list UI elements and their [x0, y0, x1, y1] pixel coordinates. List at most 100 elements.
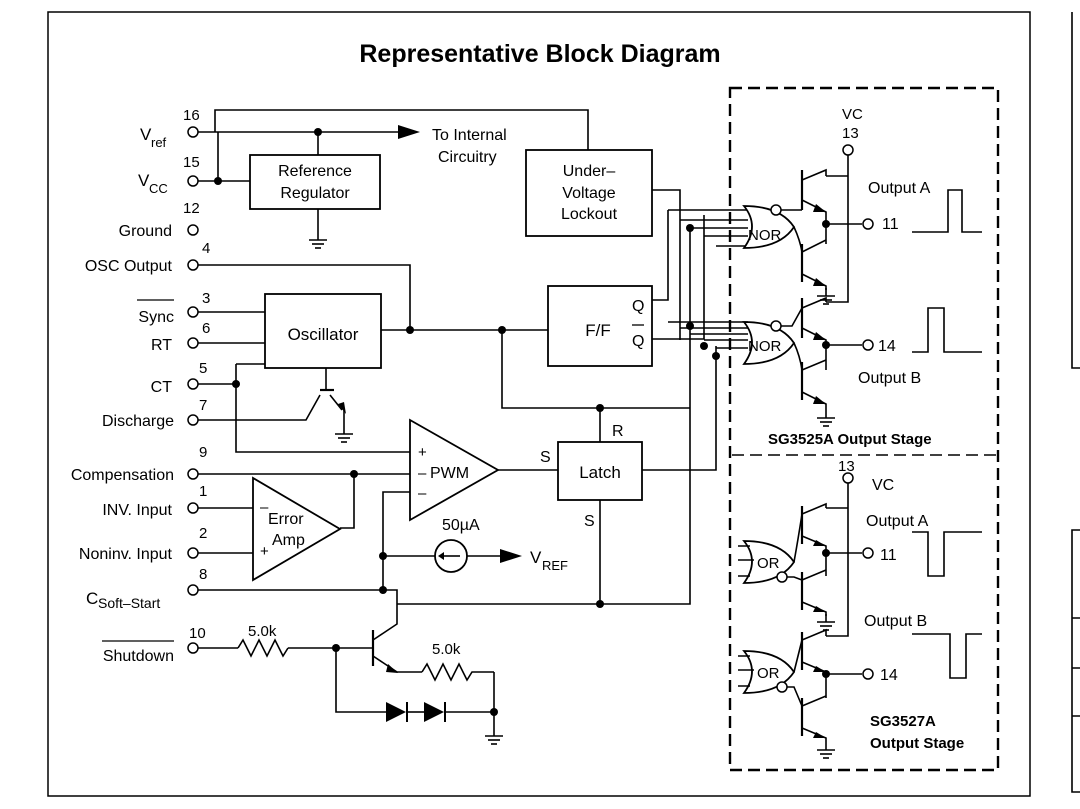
svg-text:R: R [612, 423, 624, 440]
svg-text:Under–: Under– [563, 163, 616, 180]
svg-text:13: 13 [838, 458, 855, 475]
svg-text:V: V [140, 125, 152, 144]
oscillator-block: Oscillator [264, 293, 382, 369]
adjacent-frame-top [1071, 12, 1080, 369]
ground-symbol [308, 231, 328, 249]
pin-soft-start: 8 C Soft–Start [86, 566, 207, 611]
svg-text:10: 10 [189, 625, 206, 642]
svg-text:OR: OR [757, 555, 780, 572]
diagram-title: Representative Block Diagram [359, 40, 720, 68]
ground-symbol [484, 727, 504, 745]
undervoltage-lockout-block: Under– Voltage Lockout [525, 149, 653, 237]
svg-text:3: 3 [202, 290, 210, 307]
svg-text:2: 2 [199, 525, 207, 542]
svg-text:5: 5 [199, 360, 207, 377]
svg-text:Noninv. Input: Noninv. Input [79, 546, 173, 563]
pin-discharge: 7 Discharge [102, 397, 207, 430]
svg-text:Lockout: Lockout [561, 206, 618, 223]
svg-text:Output B: Output B [864, 613, 927, 630]
svg-text:To Internal: To Internal [432, 127, 507, 144]
svg-text:Circuitry: Circuitry [438, 149, 497, 166]
svg-text:5.0k: 5.0k [432, 641, 461, 658]
adjacent-table [1071, 529, 1080, 793]
svg-text:Sync: Sync [138, 309, 174, 326]
svg-text:NOR: NOR [748, 338, 782, 355]
diode-2 [424, 702, 446, 722]
sg3525a-output-stage: VC 13 11 Output A NOR [742, 106, 982, 448]
svg-text:Shutdown: Shutdown [103, 648, 174, 665]
pin-compensation: 9 Compensation [71, 444, 208, 484]
pin-vcc: 15 V CC [138, 154, 200, 196]
waveform-a [912, 531, 982, 577]
svg-text:V: V [138, 171, 150, 190]
svg-text:S: S [584, 513, 595, 530]
pin-vref: 16 V ref [140, 107, 200, 150]
waveform-b [912, 307, 982, 353]
svg-text:4: 4 [202, 240, 210, 257]
pin-noninv-input: 2 Noninv. Input [79, 525, 207, 563]
svg-text:–: – [418, 485, 427, 502]
svg-text:SG3525A Output Stage: SG3525A Output Stage [768, 431, 932, 448]
waveform-a [912, 189, 982, 233]
diagram-frame [47, 11, 1031, 797]
flip-flop-block: F/F Q Q [547, 285, 653, 367]
svg-text:14: 14 [878, 338, 896, 355]
svg-text:1: 1 [199, 483, 207, 500]
pin-ground: 12 Ground [119, 200, 200, 240]
svg-text:15: 15 [183, 154, 200, 171]
svg-text:+: + [418, 444, 427, 461]
svg-text:–: – [418, 465, 427, 482]
svg-text:Output A: Output A [868, 180, 931, 197]
svg-text:Voltage: Voltage [562, 185, 615, 202]
svg-text:Latch: Latch [579, 463, 621, 482]
svg-text:CC: CC [149, 181, 168, 196]
svg-text:NOR: NOR [748, 227, 782, 244]
svg-text:50µA: 50µA [442, 517, 480, 534]
svg-text:S: S [540, 449, 551, 466]
sg3527a-output-stage: 13 VC 11 Output A OR [738, 458, 982, 759]
svg-text:13: 13 [842, 125, 859, 142]
svg-text:OR: OR [757, 665, 780, 682]
svg-text:VC: VC [872, 477, 894, 494]
svg-text:12: 12 [183, 200, 200, 217]
svg-text:8: 8 [199, 566, 207, 583]
svg-text:7: 7 [199, 397, 207, 414]
svg-text:Compensation: Compensation [71, 467, 174, 484]
svg-text:OSC Output: OSC Output [85, 258, 173, 275]
svg-text:VC: VC [842, 106, 863, 123]
svg-text:Output B: Output B [858, 370, 921, 387]
svg-text:REF: REF [542, 558, 568, 573]
svg-text:Ground: Ground [119, 223, 172, 240]
pin-shutdown: 10 Shutdown [102, 625, 206, 665]
svg-text:F/F: F/F [585, 321, 611, 340]
svg-text:6: 6 [202, 320, 210, 337]
pwm-comparator: + – – PWM [409, 418, 500, 522]
svg-text:Output A: Output A [866, 513, 929, 530]
svg-text:V: V [530, 548, 542, 567]
current-source: 50µA V REF [434, 517, 568, 573]
svg-text:14: 14 [880, 667, 898, 684]
diode-1 [386, 702, 408, 722]
svg-text:Q: Q [632, 298, 644, 315]
svg-text:Oscillator: Oscillator [288, 325, 359, 344]
svg-text:9: 9 [199, 444, 207, 461]
ground-symbol [334, 425, 354, 443]
svg-text:Regulator: Regulator [280, 185, 350, 202]
reference-regulator-block: Reference Regulator [249, 154, 381, 210]
svg-text:–: – [260, 499, 269, 516]
latch-block: Latch R S S [540, 423, 643, 530]
pin-inv-input: 1 INV. Input [102, 483, 207, 519]
waveform-b [912, 633, 982, 679]
svg-text:Output Stage: Output Stage [870, 735, 964, 752]
resistor-labels: 5.0k 5.0k [248, 623, 461, 658]
pin-sync: 3 Sync [137, 290, 210, 326]
svg-text:CT: CT [151, 379, 173, 396]
error-amplifier: – + Error Amp [252, 476, 342, 582]
svg-text:Soft–Start: Soft–Start [98, 595, 160, 611]
svg-text:PWM: PWM [430, 465, 469, 482]
svg-text:Discharge: Discharge [102, 413, 174, 430]
svg-text:INV. Input: INV. Input [102, 502, 172, 519]
svg-text:Q: Q [632, 333, 644, 350]
svg-text:C: C [86, 589, 98, 608]
svg-text:11: 11 [880, 547, 897, 564]
